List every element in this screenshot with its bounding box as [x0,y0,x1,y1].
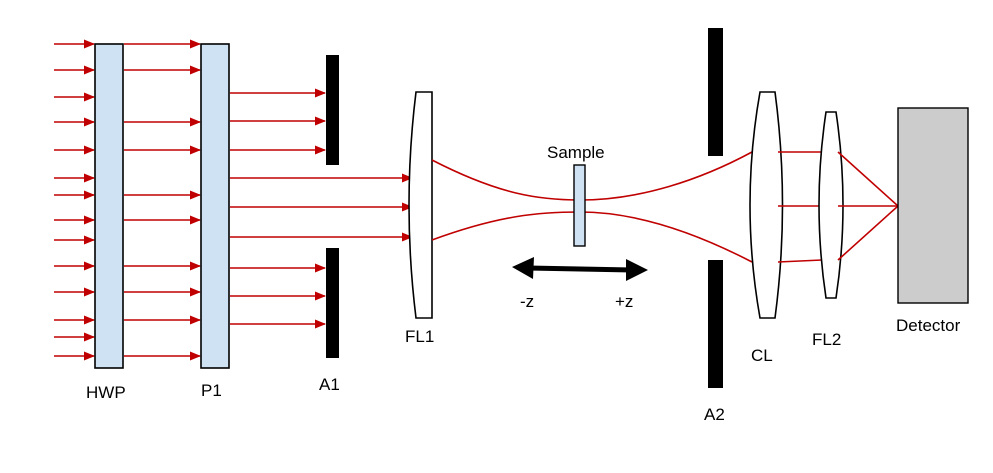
sample-label: Sample [547,143,605,162]
collimating-lens-cl [749,91,784,319]
aperture-a1-bottom [326,248,339,358]
aperture-a2-bottom [708,260,723,388]
half-wave-plate [94,43,124,369]
z-arrow-right-head [626,259,648,281]
fl1-label: FL1 [405,327,434,346]
focusing-lens-fl1 [408,91,433,319]
z-scan-arrow [527,265,633,273]
p1-label: P1 [201,381,222,400]
plus-z-label: +z [615,292,633,311]
polarizer-p1 [200,43,230,369]
a1-label: A1 [319,375,340,394]
focusing-lens-fl2 [818,111,844,299]
p1-to-fl1-rays [230,173,414,242]
z-arrow-left-head [512,257,534,279]
hwp-label: HWP [86,383,126,402]
detector-label: Detector [896,316,961,335]
sample-slide [573,164,586,247]
aperture-a2-top [708,28,723,156]
cl-label: CL [751,346,773,365]
detector-box [897,107,969,304]
a2-label: A2 [704,405,725,424]
aperture-a1-top [326,55,339,165]
fl2-to-detector-ray-bottom [837,205,899,261]
hwp-to-p1-rays [124,39,202,361]
minus-z-label: -z [520,292,534,311]
incoming-beam-rays [54,39,96,361]
p1-to-a1-rays [230,88,327,329]
focused-beam-lower [431,211,753,263]
fl2-to-detector-ray-top [837,151,899,207]
fl2-label: FL2 [812,330,841,349]
cl-to-fl2-ray-bottom [777,259,823,263]
